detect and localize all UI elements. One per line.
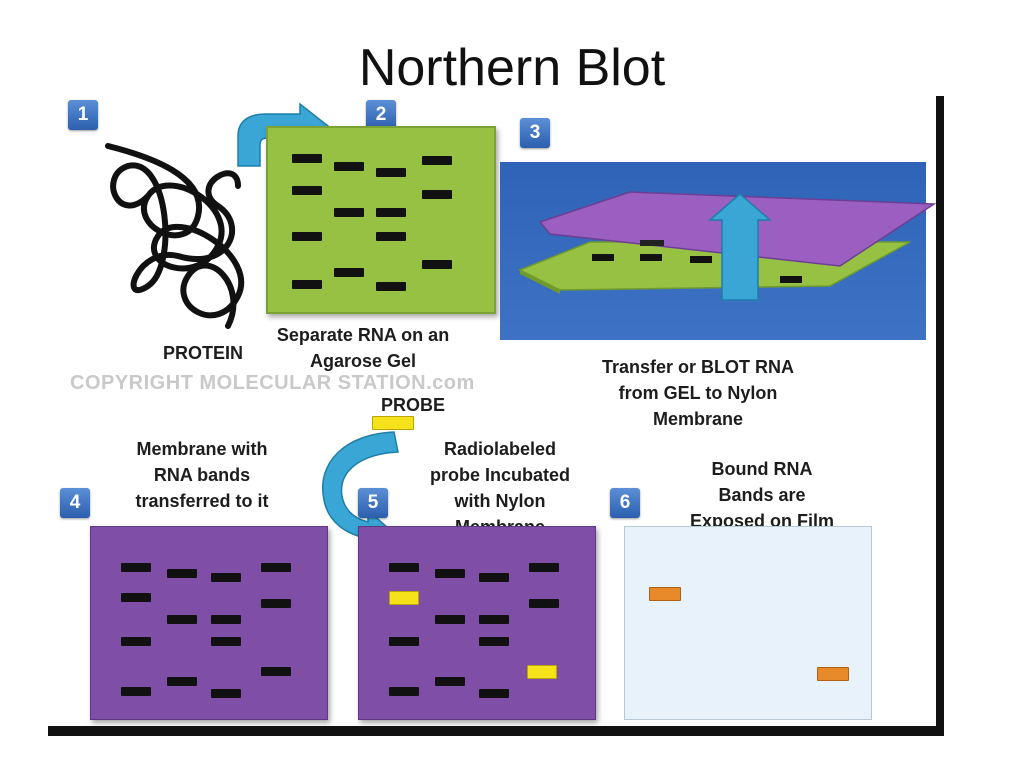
diagram-frame: 1 PROTEIN 2 Separate RNA on an Agarose G…: [48, 96, 944, 736]
step-1-label: PROTEIN: [162, 343, 243, 363]
step-5-label: Radiolabeled probe Incubated with Nylon …: [429, 439, 570, 537]
copyright-watermark: COPYRIGHT MOLECULAR STATION.com: [70, 372, 475, 394]
page-title: Northern Blot: [358, 39, 666, 97]
step-3-badge: 3: [520, 118, 550, 148]
probe-bound-band: [389, 591, 419, 605]
frame-border-bottom: [48, 726, 944, 736]
step-4-label: Membrane with RNA bands transferred to i…: [135, 439, 269, 511]
step-6-badge: 6: [610, 488, 640, 518]
step-6-label: Bound RNA Bands are Exposed on Film: [689, 459, 835, 531]
probe-marker: [372, 416, 414, 430]
protein-coil-icon: [105, 143, 244, 329]
exposed-band: [817, 667, 849, 681]
step-4-badge: 4: [60, 488, 90, 518]
rna-membrane: [90, 526, 328, 720]
step-1-badge: 1: [68, 100, 98, 130]
frame-border-right: [936, 96, 944, 736]
probed-membrane: [358, 526, 596, 720]
step-3-label: Transfer or BLOT RNA from GEL to Nylon M…: [601, 357, 795, 429]
step-2-label: Separate RNA on an Agarose Gel: [276, 325, 450, 371]
transfer-illustration: [518, 191, 937, 301]
probe-bound-band: [527, 665, 557, 679]
probe-label: PROBE: [380, 395, 445, 415]
step-5-badge: 5: [358, 488, 388, 518]
exposure-film: [624, 526, 872, 720]
agarose-gel: [266, 126, 496, 314]
step-2-badge: 2: [366, 100, 396, 130]
exposed-band: [649, 587, 681, 601]
